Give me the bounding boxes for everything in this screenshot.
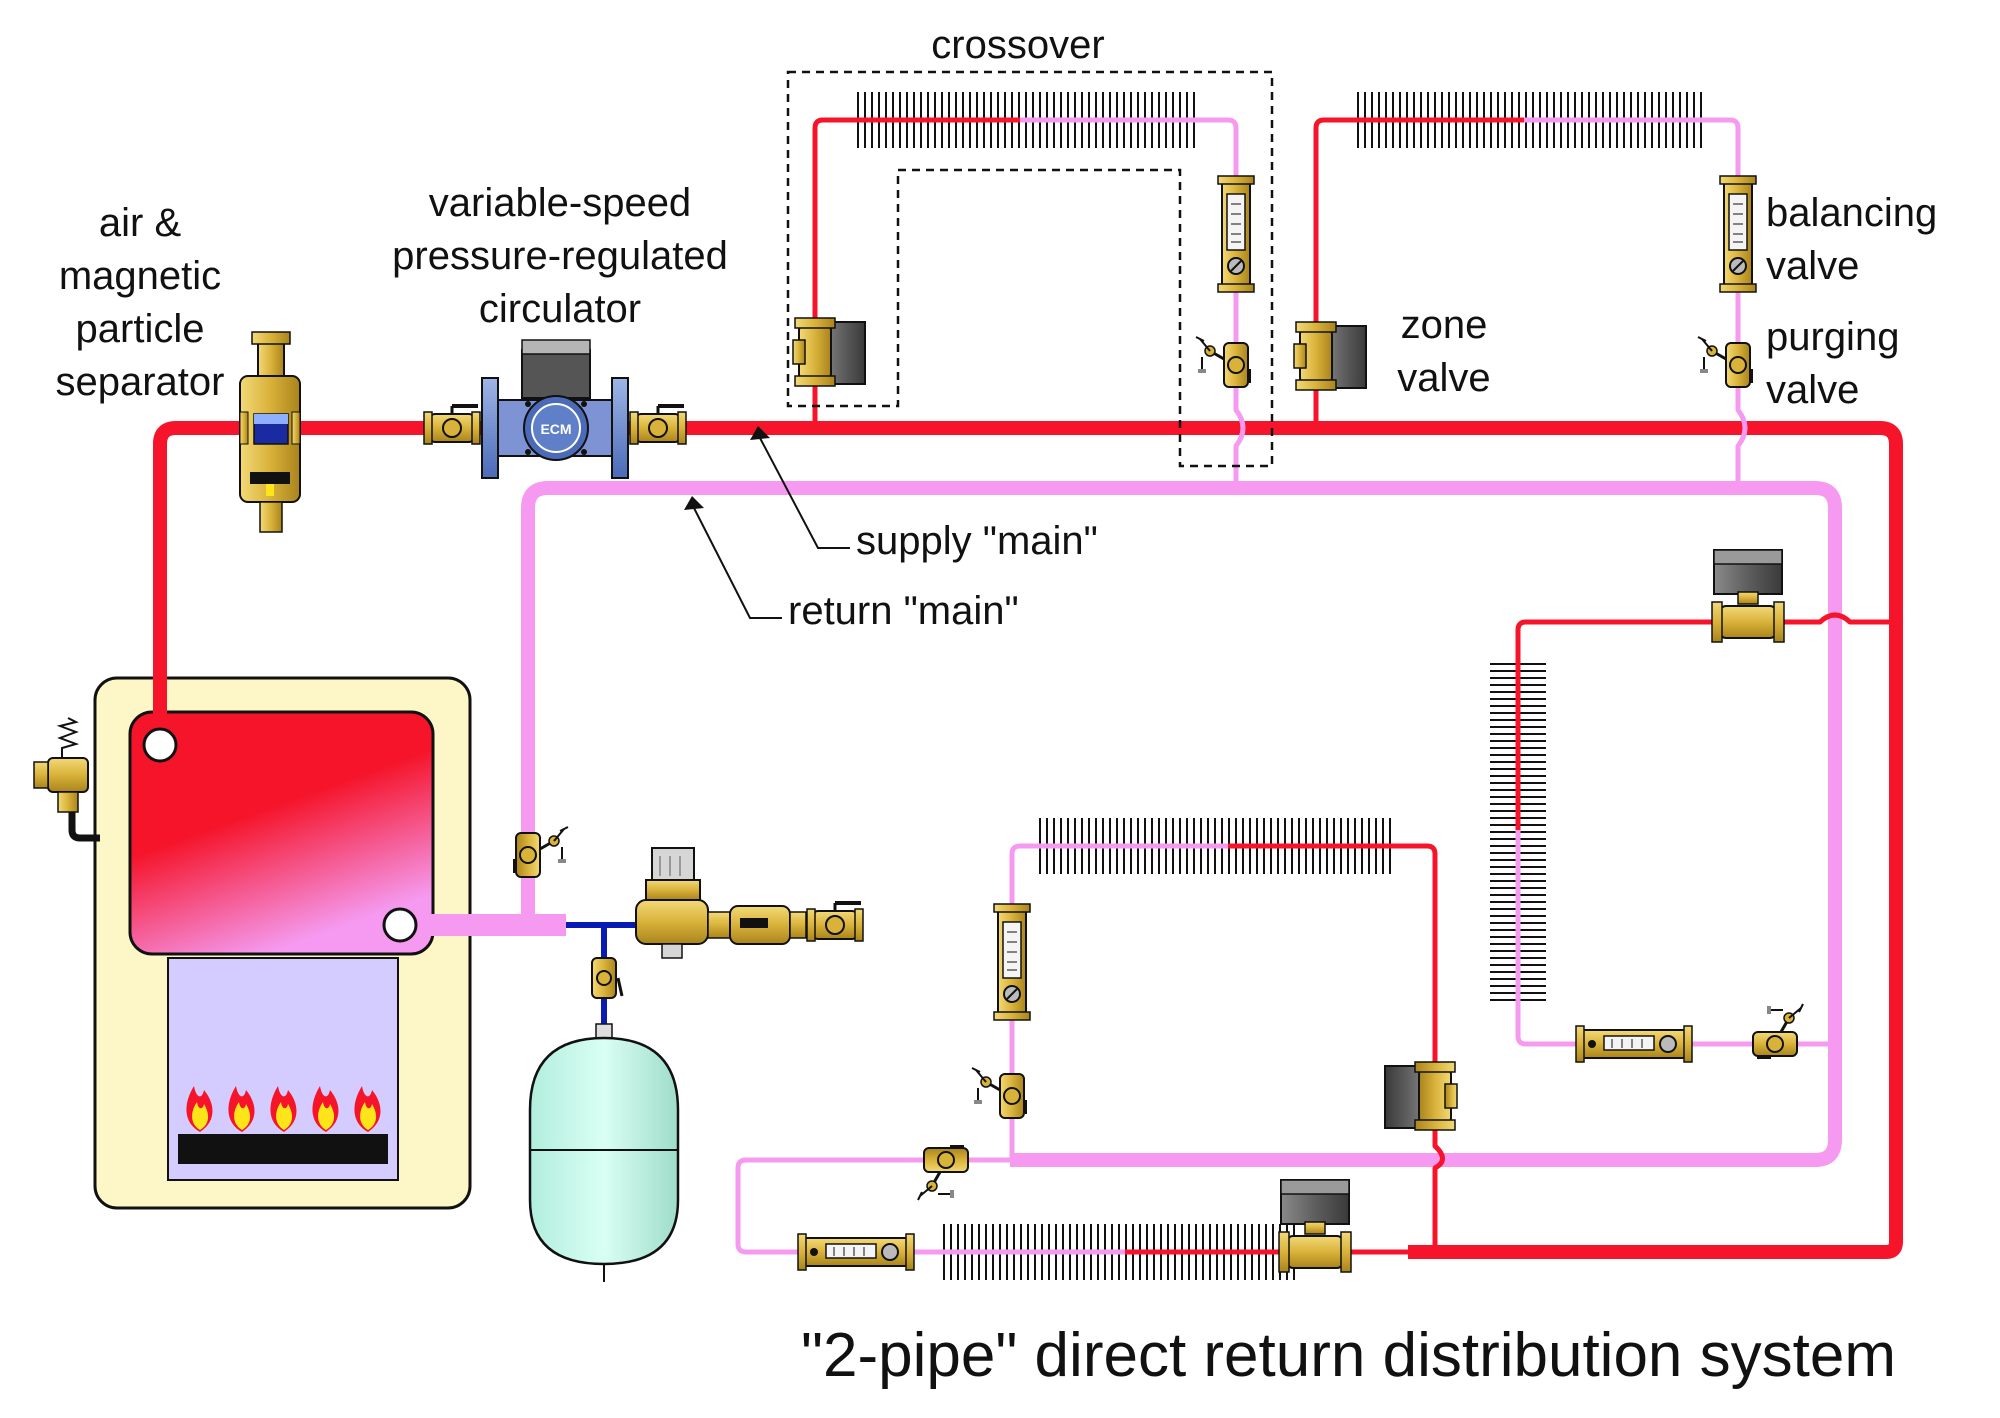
balancing-valve-icon [1575, 1025, 1693, 1063]
svg-text:purging: purging [1766, 315, 1899, 359]
supply-main-pipe [153, 421, 1903, 1259]
purging-valve-icon [1696, 335, 1754, 389]
expansion-tank [528, 1023, 680, 1282]
return-main-label: return "main" [788, 589, 1019, 633]
tank-isolation-valve [591, 957, 624, 999]
svg-text:pressure-regulated: pressure-regulated [392, 234, 728, 278]
svg-text:valve: valve [1766, 244, 1859, 288]
boiler-supply-port [142, 727, 178, 763]
zone-bottom-return-pipe [735, 1157, 1125, 1255]
boiler-return-port [382, 907, 418, 943]
backflow-preventer-icon [707, 905, 807, 945]
air-magnetic-separator [239, 331, 301, 533]
svg-text:separator: separator [56, 360, 225, 404]
svg-text:balancing: balancing [1766, 191, 1937, 235]
purging-valve-icon [512, 825, 570, 879]
burner [178, 1134, 388, 1164]
ball-valve-icon [422, 404, 482, 446]
fill-valve-icon [635, 847, 709, 959]
svg-text:magnetic: magnetic [59, 254, 221, 298]
zone-right-supply-pipe [1515, 612, 1896, 830]
circulator-badge: ECM [540, 421, 571, 437]
supply-main-label: supply "main" [856, 519, 1098, 563]
svg-text:variable-speed: variable-speed [429, 181, 691, 225]
purging-valve-icon [1194, 335, 1252, 389]
crossover-supply-pipe [812, 117, 1020, 428]
zone-valve-icon [1384, 1061, 1458, 1131]
balancing-valve-label: balancing valve [1766, 191, 1937, 288]
zone-valve-icon [792, 317, 866, 387]
circulator-label: variable-speed pressure-regulated circul… [392, 181, 728, 331]
zone-top-right-supply-pipe [1313, 117, 1524, 428]
crossover-outline [786, 70, 1274, 468]
zone-right-return-pipe [1515, 830, 1835, 1047]
pressure-relief-valve-icon [33, 717, 100, 842]
zone-valve-icon [1278, 1179, 1352, 1273]
boiler [93, 676, 472, 1210]
crossover-label: crossover [931, 23, 1104, 67]
ecm-circulator: ECM [481, 339, 629, 479]
balancing-valve-icon [797, 1233, 915, 1271]
svg-text:valve: valve [1766, 368, 1859, 412]
heat-exchanger [128, 710, 435, 956]
ball-valve-icon [628, 404, 688, 446]
balancing-valve-icon [1719, 175, 1757, 293]
balancing-valve-icon [993, 903, 1031, 1021]
svg-text:air &: air & [99, 201, 182, 245]
zone-valve-icon [1711, 549, 1785, 643]
arrowhead-icon [750, 426, 770, 440]
balancing-valve-icon [1217, 175, 1255, 293]
svg-text:zone: zone [1401, 303, 1488, 347]
purging-valve-icon [916, 1144, 970, 1202]
svg-text:valve: valve [1397, 356, 1490, 400]
return-main-pipe [521, 481, 1842, 1167]
supply-main-leader [759, 437, 850, 549]
ball-valve-icon [805, 901, 865, 943]
diagram-title: "2-pipe" direct return distribution syst… [801, 1321, 1896, 1390]
zone-middle-return-pipe [1009, 843, 1228, 1160]
arrowhead-icon [684, 496, 704, 510]
separator-label: air & magnetic particle separator [56, 201, 225, 404]
zone-valve-icon [1293, 321, 1367, 391]
purging-valve-icon [1751, 1002, 1805, 1060]
purging-valve-label: purging valve [1766, 315, 1899, 412]
purging-valve-icon [970, 1066, 1028, 1120]
zone-middle-supply-pipe [1228, 843, 1445, 1252]
svg-text:circulator: circulator [479, 287, 641, 331]
zone-valve-label: zone valve [1397, 303, 1490, 400]
svg-text:particle: particle [76, 307, 205, 351]
return-main-leader [693, 507, 782, 619]
